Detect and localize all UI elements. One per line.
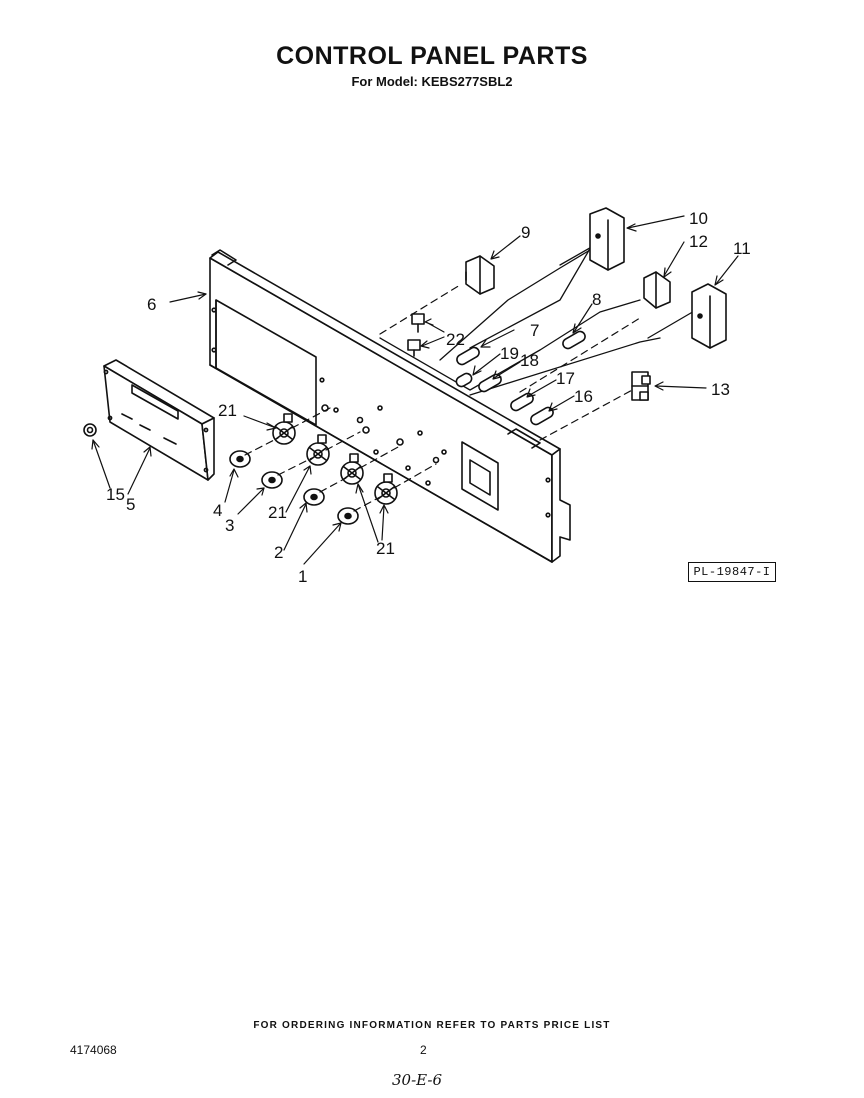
alignment-lines (244, 284, 641, 512)
handwritten-note: 30-E-6 (392, 1071, 442, 1089)
callout-13: 13 (711, 380, 730, 399)
plate-id-label: PL-19847-I (688, 562, 776, 582)
callout-21-c: 21 (376, 539, 395, 558)
callout-9: 9 (521, 223, 530, 242)
overlay-panel (103, 359, 215, 481)
mounting-screws-part (407, 313, 425, 357)
callout-6: 6 (147, 295, 156, 314)
callout-12: 12 (689, 232, 708, 251)
model-subtitle: For Model: KEBS277SBL2 (351, 74, 513, 89)
rotary-switches (272, 413, 398, 505)
control-knobs (229, 450, 359, 525)
callout-3: 3 (225, 516, 234, 535)
callout-19: 19 (500, 344, 519, 363)
callout-21-a: 21 (218, 401, 237, 420)
callout-18: 18 (520, 351, 539, 370)
callout-labels: 1 2 3 4 5 6 7 8 9 10 11 12 13 15 16 17 1… (106, 209, 751, 586)
callout-8: 8 (592, 290, 601, 309)
wire-harness (379, 239, 697, 396)
small-switch-part (631, 371, 651, 401)
screw-part (83, 423, 97, 437)
leader-arrows (91, 215, 739, 565)
callout-7: 7 (530, 321, 539, 340)
callout-22: 22 (446, 330, 465, 349)
callout-15: 15 (106, 485, 125, 504)
document-number: 4174068 (70, 1043, 117, 1057)
page-title: CONTROL PANEL PARTS (276, 42, 588, 70)
connector-blocks (465, 207, 727, 349)
callout-21-b: 21 (268, 503, 287, 522)
page-number: 2 (420, 1043, 427, 1057)
ordering-note: FOR ORDERING INFORMATION REFER TO PARTS … (253, 1020, 611, 1031)
callout-10: 10 (689, 209, 708, 228)
callout-4: 4 (213, 501, 222, 520)
callout-5: 5 (126, 495, 135, 514)
callout-16: 16 (574, 387, 593, 406)
callout-2: 2 (274, 543, 283, 562)
callout-1: 1 (298, 567, 307, 586)
callout-11: 11 (733, 239, 751, 258)
control-panel-body (209, 249, 571, 563)
callout-17: 17 (556, 369, 575, 388)
